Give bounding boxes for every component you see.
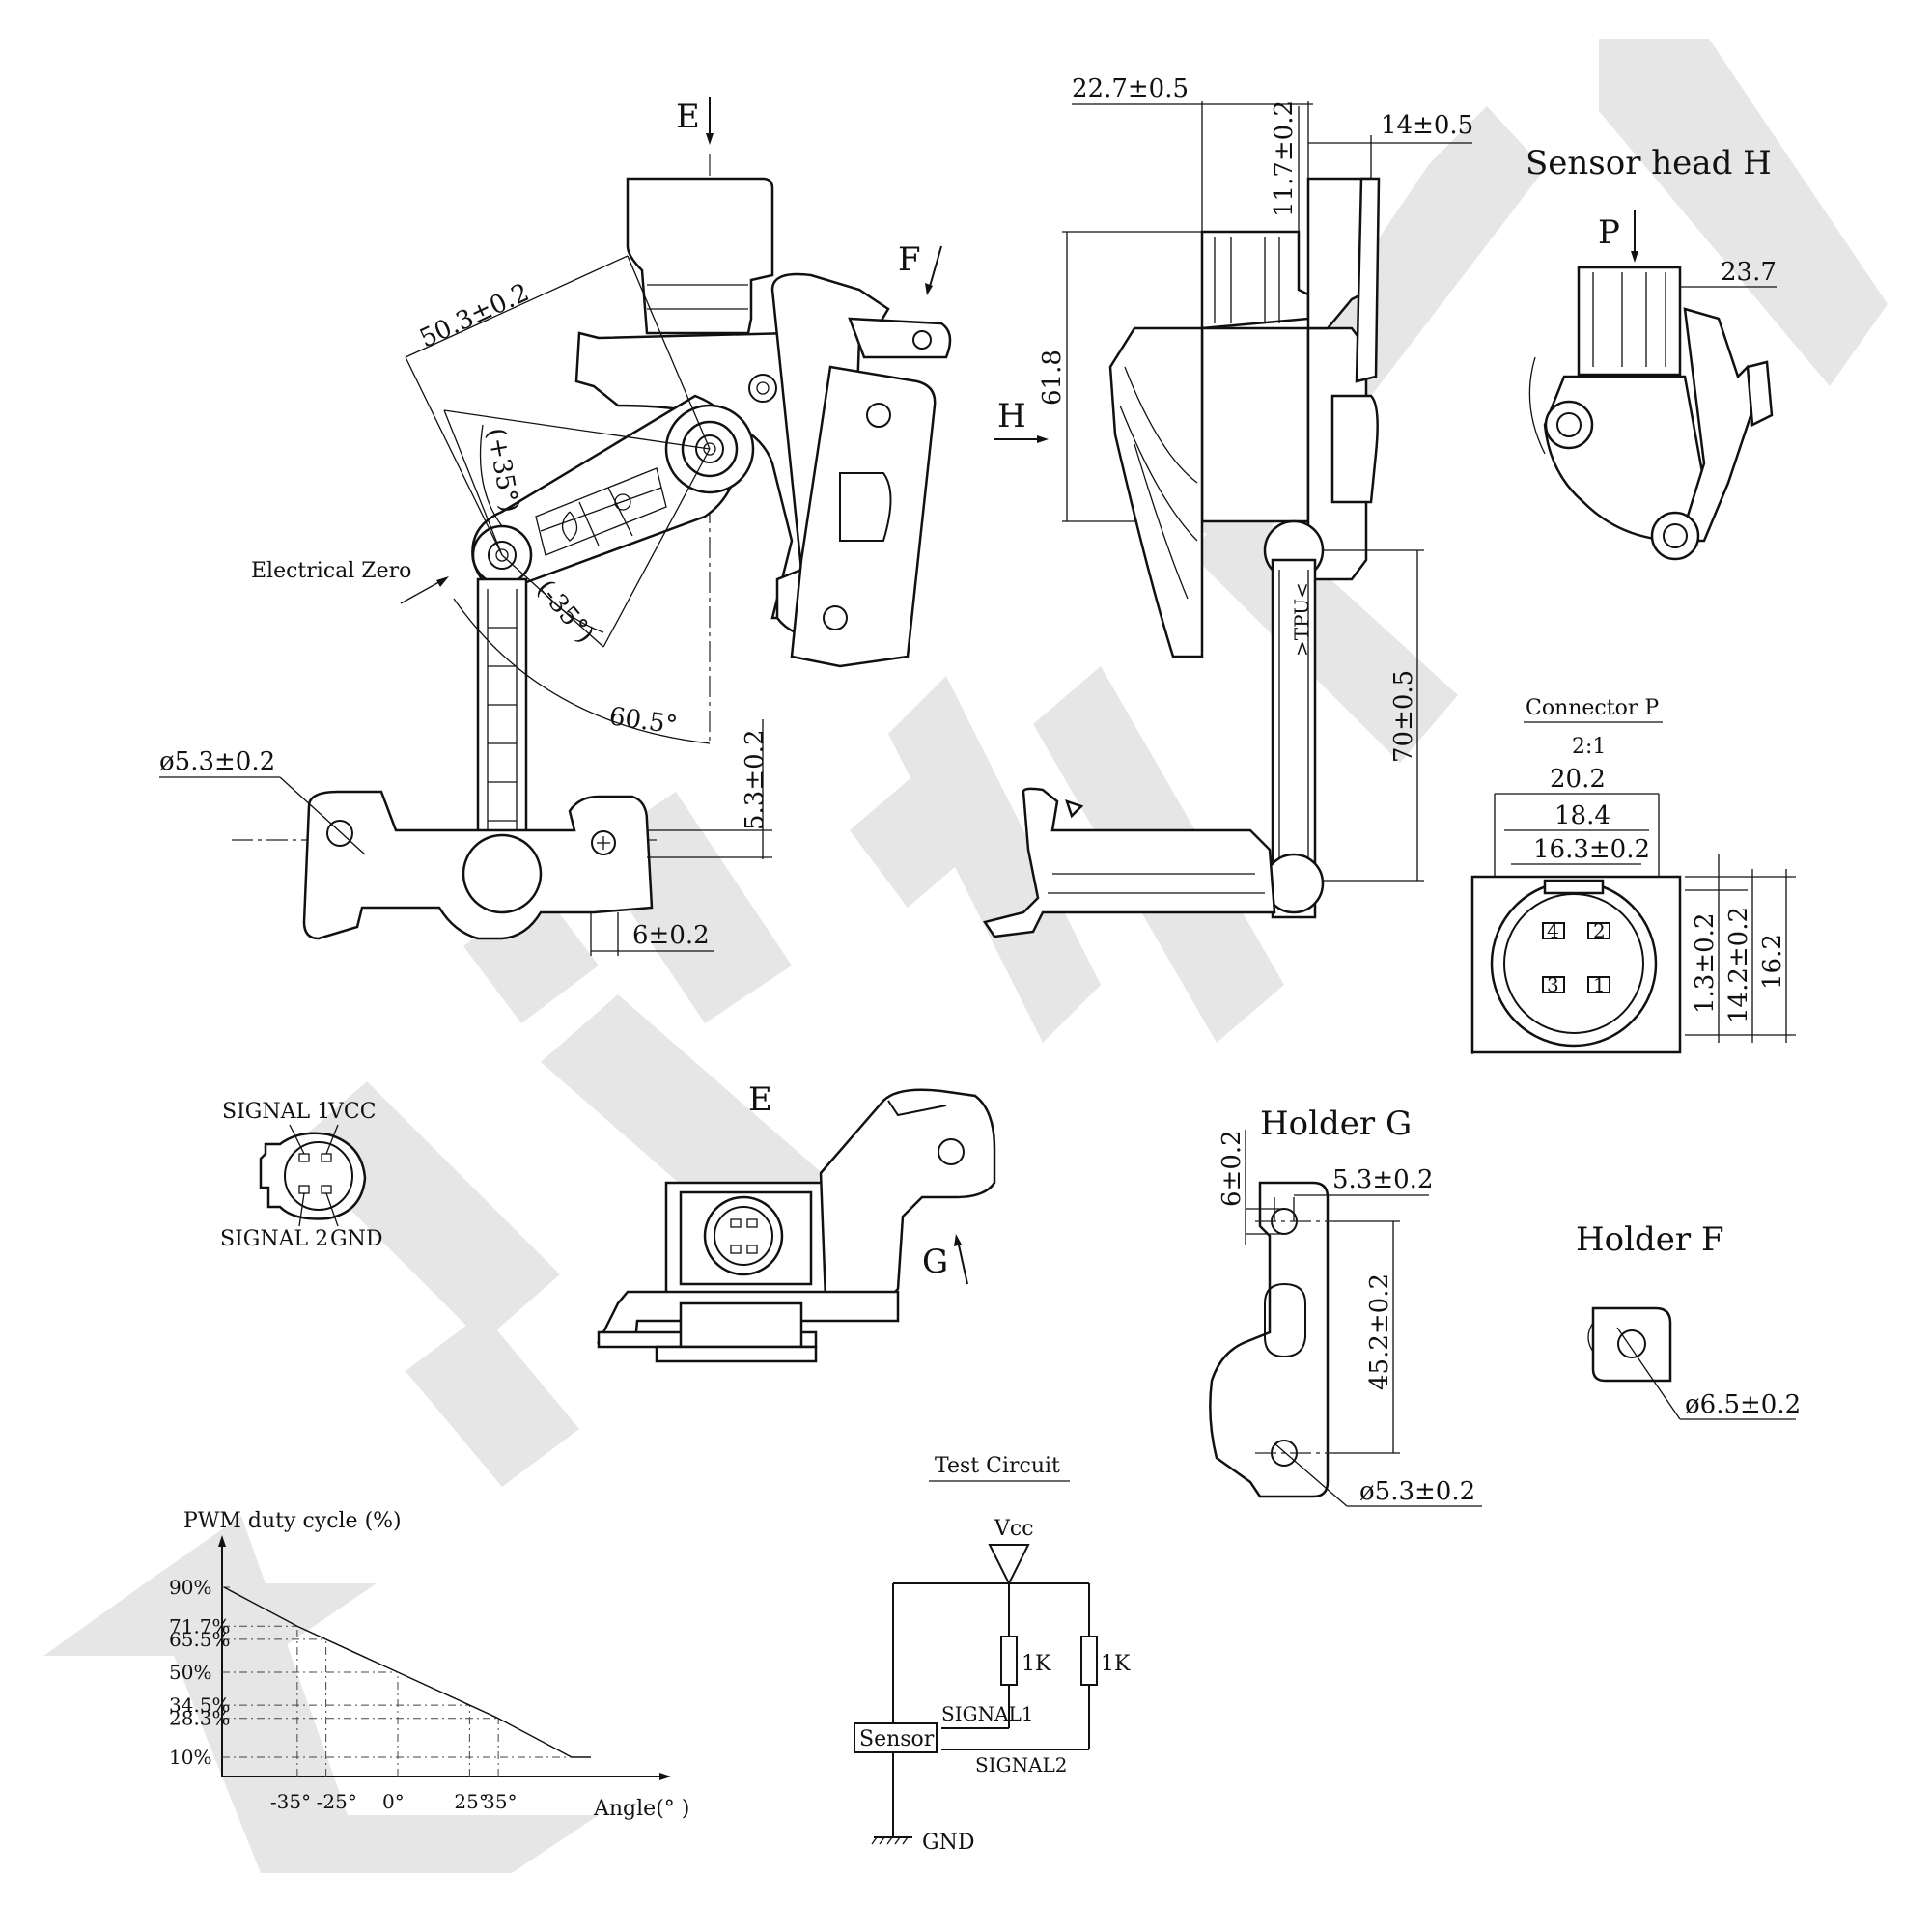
x-tick-label: 0° [382, 1790, 405, 1813]
top-dim: 11.7±0.2 [1270, 100, 1299, 217]
arm-length-dim: 50.3±0.2 [415, 278, 533, 353]
bottom-view: E G [596, 1080, 996, 1363]
holder-g-spacing-dim: 45.2±0.2 [1365, 1273, 1394, 1390]
holder-f-view: Holder F ø6.5±0.2 [1576, 1220, 1801, 1420]
holder-f-title: Holder F [1576, 1220, 1724, 1259]
sensor-box [854, 1722, 938, 1753]
y-tick-label: 90% [169, 1576, 211, 1599]
chart-xlabel: Angle(° ) [593, 1797, 689, 1821]
sensor-head-dim: 23.7 [1721, 258, 1777, 287]
y-tick-label: 10% [169, 1746, 211, 1769]
bracket-dim: 14±0.5 [1381, 111, 1473, 140]
connector-v1-dim: 1.3±0.2 [1691, 913, 1720, 1014]
test-circuit-title: Test Circuit [935, 1454, 1060, 1478]
y-tick-label: 71.7% [169, 1614, 231, 1637]
x-tick-label: -35° [270, 1790, 311, 1813]
connector-pin-2: 2 [1593, 919, 1606, 942]
gnd-label: GND [922, 1831, 974, 1855]
holder-f-hole-dim: ø6.5±0.2 [1685, 1390, 1801, 1419]
vcc-label: Vcc [994, 1517, 1034, 1541]
view-f-label: F [898, 240, 921, 279]
pwm-chart: PWM duty cycle (%) Angle(° ) 90% 71.7%65.… [169, 1509, 689, 1821]
rod-length-dim: 70±0.5 [1389, 670, 1418, 763]
pinout-gnd: GND [330, 1227, 382, 1251]
sensor-head-view: Sensor head H P 23.7 [1526, 144, 1777, 561]
pinout-vcc: VCC [327, 1100, 377, 1124]
holder-g-title: Holder G [1260, 1105, 1412, 1143]
x-tick-label: -25° [317, 1790, 357, 1813]
view-p-label: P [1598, 213, 1620, 252]
y-tick-label: 50% [169, 1661, 211, 1684]
connector-scale: 2:1 [1572, 735, 1606, 759]
offset-h-dim: 6±0.2 [632, 921, 710, 950]
resistor-2 [1080, 1636, 1098, 1686]
connector-outer-dim: 20.2 [1550, 765, 1606, 794]
bottom-view-g: G [922, 1243, 948, 1281]
y-tick-label: 28.3% [169, 1707, 231, 1730]
sensor-head-title: Sensor head H [1526, 144, 1772, 182]
chart-title: PWM duty cycle (%) [183, 1509, 402, 1533]
holder-g-top-dim: 6±0.2 [1218, 1130, 1246, 1207]
sensor-label: Sensor [859, 1727, 935, 1751]
hole-dia-dim: ø5.3±0.2 [159, 747, 275, 776]
x-tick-label: 35° [483, 1790, 517, 1813]
r1-label: 1K [1022, 1652, 1051, 1676]
connector-pin-3: 3 [1547, 973, 1559, 996]
view-e-label: E [676, 98, 700, 136]
bottom-view-e: E [748, 1080, 772, 1119]
connector-title: Connector P [1526, 696, 1659, 720]
main-view: E F [159, 97, 952, 956]
angle-plus-dim: (+35°) [481, 426, 524, 515]
connector-p-view: Connector P 2:1 20.2 18.4 16.3±0.2 4 2 3… [1470, 696, 1796, 1054]
angle-minus-dim: (-35°) [531, 574, 600, 649]
connector-v3-dim: 16.2 [1758, 934, 1787, 990]
holder-g-hole-dim: ø5.3±0.2 [1359, 1477, 1475, 1506]
signal2-label: SIGNAL2 [975, 1753, 1068, 1777]
holder-g-offset-dim: 5.3±0.2 [1332, 1165, 1433, 1194]
side-width-dim: 22.7±0.5 [1072, 74, 1189, 103]
r2-label: 1K [1101, 1652, 1131, 1676]
side-height-dim: 61.8 [1038, 350, 1067, 406]
x-tick-label: 25° [454, 1790, 488, 1813]
view-h-label: H [997, 397, 1026, 435]
connector-pin-1: 1 [1593, 973, 1606, 996]
side-view: 22.7±0.5 14±0.5 11.7±0.2 61.8 H [982, 74, 1473, 938]
pwm-series-line [223, 1586, 573, 1758]
pinout-signal1: SIGNAL 1 [222, 1100, 330, 1124]
offset-v-dim: 5.3±0.2 [741, 730, 770, 830]
connector-pins-dim: 16.3±0.2 [1533, 835, 1650, 864]
test-circuit: Test Circuit Vcc 1K 1K SIGNAL1 SIGNAL2 S… [854, 1454, 1131, 1855]
pinout-signal2: SIGNAL 2 [220, 1227, 328, 1251]
signal1-label: SIGNAL1 [941, 1702, 1034, 1725]
connector-inner-dim: 18.4 [1554, 801, 1610, 830]
holder-g-view: Holder G 6±0.2 5.3±0.2 45.2±0.2 ø5.3±0.2 [1209, 1105, 1482, 1507]
angle-total-dim: 60.5° [607, 702, 679, 741]
y-tick-label: 65.5% [169, 1628, 231, 1651]
rod-marking: >TPU< [1290, 582, 1313, 657]
pinout-view: SIGNAL 1 VCC SIGNAL 2 GND [220, 1100, 382, 1251]
y-tick-label: 34.5% [169, 1693, 231, 1717]
connector-pin-4: 4 [1547, 919, 1559, 942]
resistor-1 [1000, 1636, 1018, 1686]
connector-v2-dim: 14.2±0.2 [1724, 907, 1753, 1023]
electrical-zero-label: Electrical Zero [251, 559, 411, 583]
